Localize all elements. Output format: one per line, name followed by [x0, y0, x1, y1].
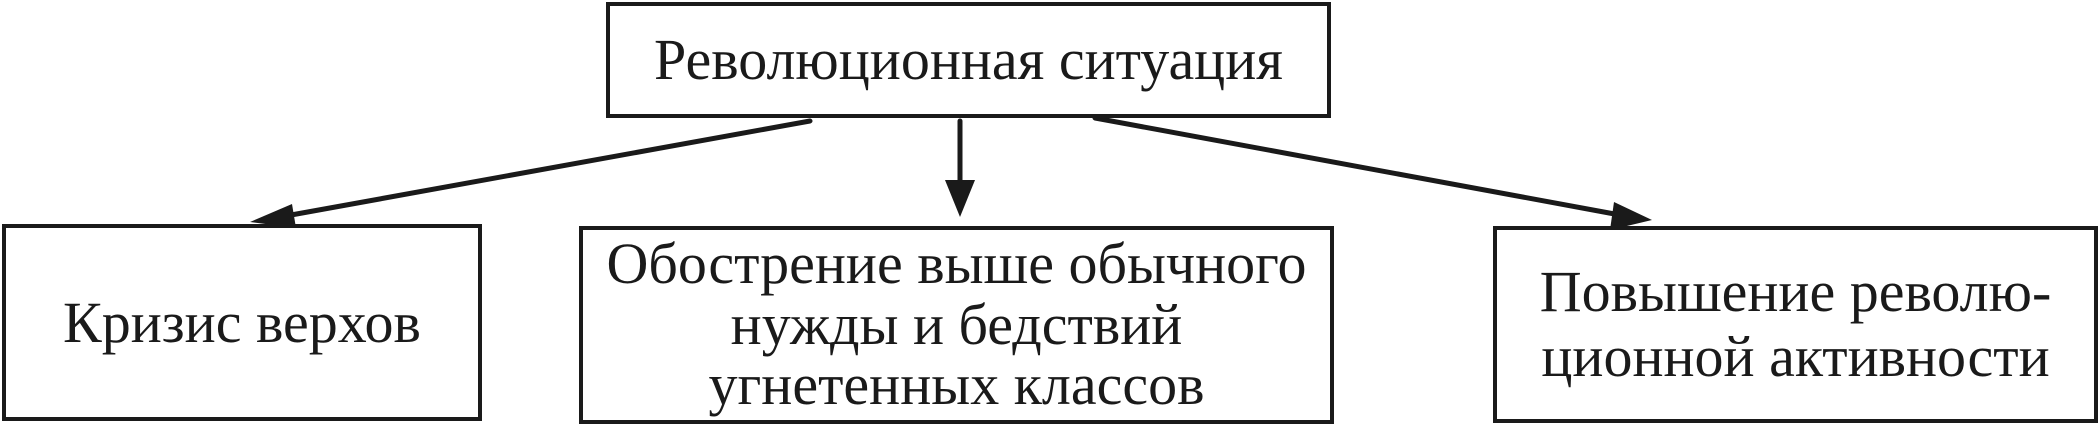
root-box-revolutionary-situation: Революционная ситуация [606, 2, 1331, 118]
child-label-line: ционной активности [1541, 323, 2050, 389]
child-label-line: нужды и бедствий [730, 291, 1183, 357]
child-box-crisis-of-elites: Кризис верхов [2, 224, 482, 421]
root-label: Революционная ситуация [654, 27, 1283, 92]
child-label-line: Повышение револю- [1539, 258, 2052, 324]
arrow-to-left-box [277, 118, 813, 220]
child-box-increased-activity: Повышение револю- ционной активности [1493, 226, 2098, 423]
child-label-line: Кризис верхов [63, 289, 421, 355]
child-box-worsening-need: Обострение выше обычного нужды и бедстви… [579, 226, 1334, 424]
child-label-line: Обострение выше обычного [606, 230, 1307, 296]
arrow-to-right-box [1092, 115, 1623, 218]
child-label-line: угнетенных классов [708, 352, 1205, 418]
arrowhead-middle [945, 180, 975, 217]
